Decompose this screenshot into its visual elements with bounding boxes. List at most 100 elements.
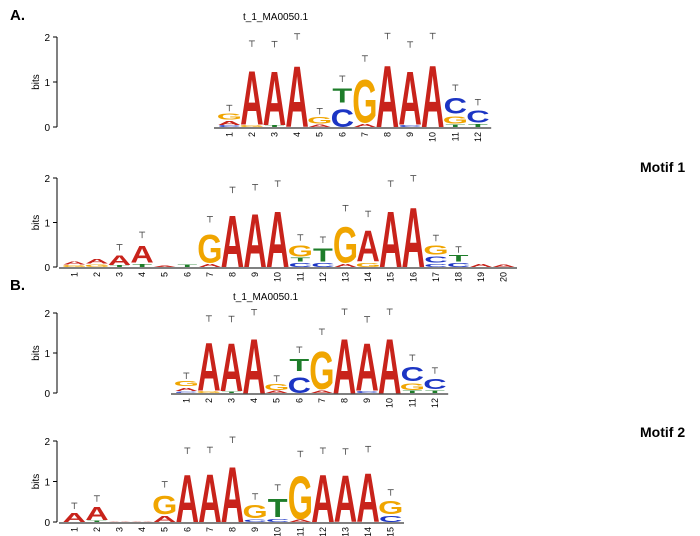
logo-letter-G: G [264, 383, 289, 392]
position-label: 2 [92, 272, 102, 277]
logo-column: A10 [378, 308, 401, 410]
logo-letter-G: G [378, 497, 403, 518]
position-label: 16 [408, 272, 418, 282]
logo-letter-C: C [401, 363, 424, 385]
logo-column: A4 [242, 308, 266, 410]
logo-letter-T: T [268, 494, 288, 523]
panel-label-b: B. [10, 277, 25, 294]
logo-letter-A: A [379, 195, 402, 284]
position-label: 15 [386, 527, 396, 536]
logo-letter-T: T [468, 123, 488, 128]
logo-letter-A: A [421, 49, 444, 147]
logo-letter-C: C [447, 262, 471, 268]
logo-letter-C: C [355, 391, 378, 394]
y-axis-label: bits [31, 345, 42, 361]
position-label: 15 [386, 272, 396, 282]
y-tick-label: 2 [44, 33, 50, 44]
logo-column: A19 [469, 263, 493, 282]
logo-column: TA4 [130, 231, 154, 277]
logo-column: A8 [333, 308, 356, 410]
y-tick-label: 2 [44, 174, 50, 185]
position-label: 13 [341, 272, 351, 282]
position-label: 1 [69, 272, 79, 277]
logo-letter-G: G [217, 112, 242, 121]
logo-letter-C: C [423, 376, 446, 393]
logo-letter-A: A [221, 201, 244, 284]
logo-letter-A: A [285, 47, 308, 145]
logo-column: CT 12 [311, 236, 335, 282]
logo-letter-A: A [356, 459, 379, 536]
logo-column: A10 [421, 32, 444, 147]
position-label: 8 [228, 527, 238, 532]
logo-letter-T: T [313, 245, 333, 266]
logo-letter-T: T [290, 257, 310, 263]
logo-letter-C: C [266, 518, 290, 523]
logo-column: AG5 [152, 481, 177, 532]
position-label: 1 [181, 398, 191, 403]
y-tick-label: 2 [44, 309, 50, 320]
position-label: 7 [317, 398, 327, 403]
logo-column: A8 [221, 186, 244, 284]
position-label: 19 [476, 272, 486, 282]
logo-column: TA3 [108, 244, 131, 277]
logo-letter-A: A [197, 329, 220, 406]
logo-letter-A: A [265, 390, 289, 394]
logo-letter-T: T [402, 390, 422, 394]
logo-column: A6 [176, 447, 199, 536]
position-label: 14 [363, 272, 373, 282]
logo-column: AG7 [197, 216, 222, 277]
position-label: 4 [249, 398, 259, 403]
logo-letter-T: T [265, 125, 285, 128]
logo-letter-G: G [309, 342, 334, 401]
y-axis-label: bits [31, 215, 42, 231]
logo-column: A10 [266, 180, 289, 284]
logo-letter-T: T [289, 355, 309, 376]
logo-letter-A: A [153, 265, 176, 267]
logo-letter-C: C [218, 125, 241, 128]
logo-letter-A: A [108, 252, 131, 268]
position-label: 4 [292, 132, 302, 137]
logo-column: A16 [402, 175, 425, 286]
logo-letter-G: G [243, 501, 268, 522]
logo-letter-A: A [240, 54, 263, 141]
position-label: 17 [431, 272, 441, 282]
logo-letter-T: T [449, 254, 469, 264]
position-label: 10 [428, 132, 438, 142]
logo-letter-T: T [87, 520, 107, 522]
logo-letter-A: A [353, 123, 377, 128]
logo-column: A4 [130, 521, 153, 532]
logo-letter-C: C [311, 262, 335, 268]
logo-letter-A: A [334, 462, 357, 536]
y-axis-label: bits [31, 74, 42, 90]
logo-letter-A: A [334, 263, 358, 268]
logo-letter-C: C [424, 263, 448, 268]
logo-column: A14 [356, 445, 380, 536]
logo-letter-C: C [379, 515, 402, 524]
logo-column: AG5 [307, 108, 332, 137]
logo-column: AG7 [309, 328, 335, 403]
y-tick-label: 1 [44, 219, 50, 230]
logo-title-1: t_1_MA0050.1 [243, 12, 308, 23]
logo-column: TA3 [220, 315, 243, 406]
logo-column: T6 [177, 264, 197, 277]
logo-title-2: t_1_MA0050.1 [233, 292, 298, 303]
position-label: 2 [247, 132, 257, 137]
logo-letter-A: A [130, 241, 153, 268]
logo-letter-T: T [332, 84, 352, 106]
logo-letter-A: A [355, 331, 378, 406]
logo-letter-A: A [153, 515, 176, 524]
position-label: 12 [318, 272, 328, 282]
logo-letter-G: G [197, 226, 222, 271]
logo-letter-G: G [333, 217, 358, 274]
position-label: 12 [318, 527, 328, 536]
logo-letter-G: G [352, 69, 377, 136]
logo-letter-A: A [311, 462, 334, 536]
logo-letter-A: A [63, 260, 87, 265]
